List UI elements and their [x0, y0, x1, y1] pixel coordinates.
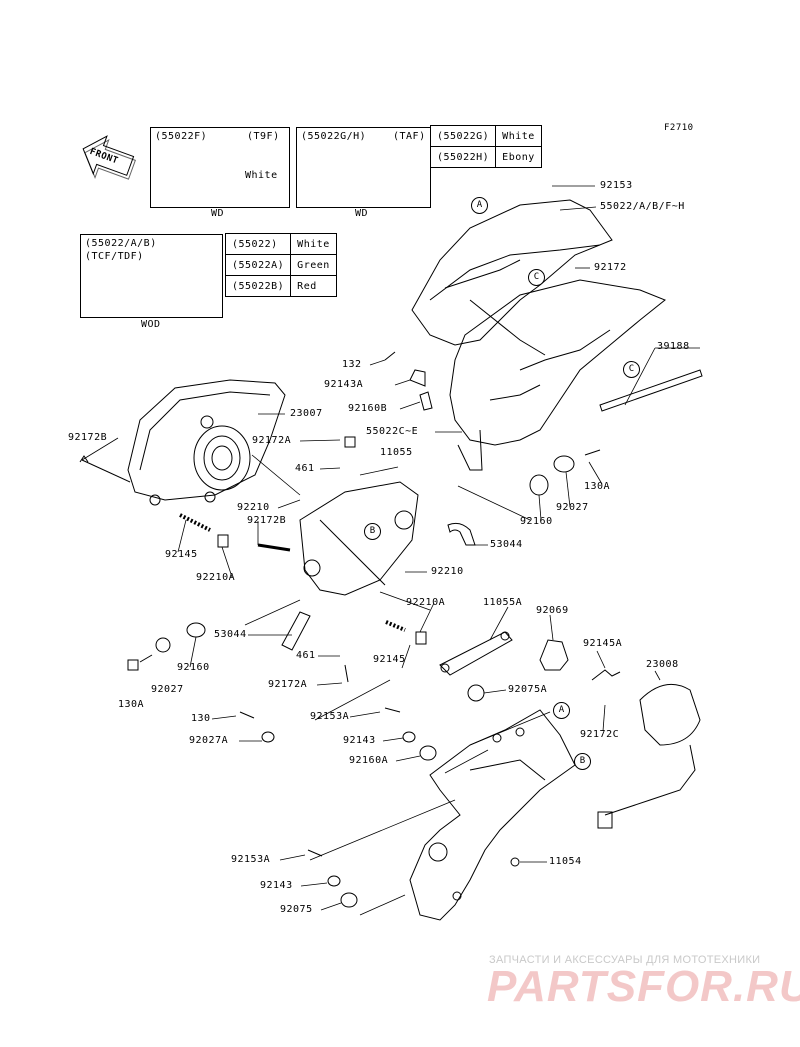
part-label: 92027 — [556, 502, 589, 513]
color-name-cell: Ebony — [495, 146, 542, 168]
variant-model: (T9F) — [247, 131, 280, 142]
part-label: 92160 — [177, 662, 210, 673]
part-label: 92145A — [583, 638, 623, 649]
bracket-11055 — [299, 481, 419, 596]
callout-circle: C — [528, 269, 545, 286]
part-label: 92027 — [151, 684, 184, 695]
color-name-cell: White — [495, 125, 542, 147]
callout-circle: B — [364, 523, 381, 540]
part-label: 92210 — [431, 566, 464, 577]
callout-circle: B — [574, 753, 591, 770]
part-label: 130A — [118, 699, 145, 710]
variant-color: White — [245, 170, 278, 181]
variant-model: (TCF/TDF) — [85, 251, 144, 262]
variant-caption: WD — [355, 208, 369, 219]
variant-caption: WOD — [141, 319, 161, 330]
part-label: 92160 — [520, 516, 553, 527]
variant-box-tcf: (55022/A/B) (TCF/TDF) — [80, 234, 223, 318]
bulb-92069 — [539, 639, 569, 671]
color-table-top: (55022G) White (55022H) Ebony — [429, 125, 542, 168]
part-label: 39188 — [657, 341, 690, 352]
color-code-cell: (55022A) — [224, 254, 292, 276]
stay-11054 — [409, 709, 576, 921]
part-label: 92069 — [536, 605, 569, 616]
part-label: 23008 — [646, 659, 679, 670]
variant-box-taf: (55022G/H) (TAF) — [296, 127, 431, 208]
color-name-cell: Green — [290, 254, 337, 276]
part-label: 130A — [584, 481, 611, 492]
part-label: 92145 — [373, 654, 406, 665]
part-label: 92210A — [196, 572, 236, 583]
part-label: 23007 — [290, 408, 323, 419]
part-label: 132 — [342, 359, 362, 370]
color-code-cell: (55022) — [224, 233, 292, 255]
table-row: (55022) White — [224, 233, 337, 255]
color-name-cell: Red — [290, 275, 337, 297]
part-label: 92153 — [600, 180, 633, 191]
spring-92145 — [179, 513, 211, 532]
hose-53044-upper — [447, 522, 476, 546]
part-label: 11054 — [549, 856, 582, 867]
screw-92172B-long — [81, 459, 131, 483]
part-label: 92143 — [343, 735, 376, 746]
table-row: (55022A) Green — [224, 254, 337, 276]
color-code-cell: (55022H) — [429, 146, 497, 168]
color-name-cell: White — [290, 233, 337, 255]
bracket-11055A — [439, 631, 513, 676]
front-arrow — [82, 135, 136, 180]
position-light-23008 — [639, 683, 701, 746]
part-label: 53044 — [490, 539, 523, 550]
part-label: 92143 — [260, 880, 293, 891]
part-label: 92153A — [231, 854, 271, 865]
variant-box-t9f: (55022F) (T9F) White — [150, 127, 290, 208]
part-label: 92172A — [268, 679, 308, 690]
part-label: 92210 — [237, 502, 270, 513]
part-label: 461 — [296, 650, 316, 661]
part-label: 92143A — [324, 379, 364, 390]
part-label: 92172B — [247, 515, 287, 526]
part-label: 92172A — [252, 435, 292, 446]
variant-code: (55022F) — [155, 131, 208, 142]
part-label: 461 — [295, 463, 315, 474]
part-label: 92153A — [310, 711, 350, 722]
color-code-cell: (55022G) — [429, 125, 497, 147]
variant-caption: WD — [211, 208, 225, 219]
variant-model: (TAF) — [393, 131, 426, 142]
callout-circle: A — [471, 197, 488, 214]
screw-92172B — [257, 543, 291, 552]
color-code-cell: (55022B) — [224, 275, 292, 297]
watermark-logo: PARTSFOR.RU — [487, 962, 800, 1011]
figure-code: F2710 — [664, 123, 694, 133]
watermark-tagline: ЗАПЧАСТИ И АКСЕССУАРЫ ДЛЯ МОТОТЕХНИКИ — [489, 954, 761, 966]
strip-39188 — [599, 369, 703, 412]
variant-code: (55022/A/B) — [85, 238, 157, 249]
part-label: 53044 — [214, 629, 247, 640]
part-label: 92027A — [189, 735, 229, 746]
upper-cowl — [411, 199, 613, 346]
table-row: (55022H) Ebony — [429, 146, 542, 168]
part-label: 92210A — [406, 597, 446, 608]
callout-circle: C — [623, 361, 640, 378]
part-label: 92075A — [508, 684, 548, 695]
callout-circle: A — [553, 702, 570, 719]
inner-cowl — [449, 279, 666, 446]
part-label: 55022C~E — [366, 426, 419, 437]
part-label: 92160A — [349, 755, 389, 766]
variant-code: (55022G/H) — [301, 131, 367, 142]
part-label: 11055 — [380, 447, 413, 458]
part-label: 130 — [191, 713, 211, 724]
table-row: (55022G) White — [429, 125, 542, 147]
part-label: 92172B — [68, 432, 108, 443]
part-label: 92075 — [280, 904, 313, 915]
part-label: 11055A — [483, 597, 523, 608]
part-label: 92160B — [348, 403, 388, 414]
hose-53044-lower — [281, 611, 311, 651]
table-row: (55022B) Red — [224, 275, 337, 297]
color-table-mid: (55022) White (55022A) Green (55022B) Re… — [224, 233, 337, 297]
part-label: 92172C — [580, 729, 620, 740]
part-label: 92145 — [165, 549, 198, 560]
part-label: 92172 — [594, 262, 627, 273]
part-label: 55022/A/B/F~H — [600, 201, 685, 212]
